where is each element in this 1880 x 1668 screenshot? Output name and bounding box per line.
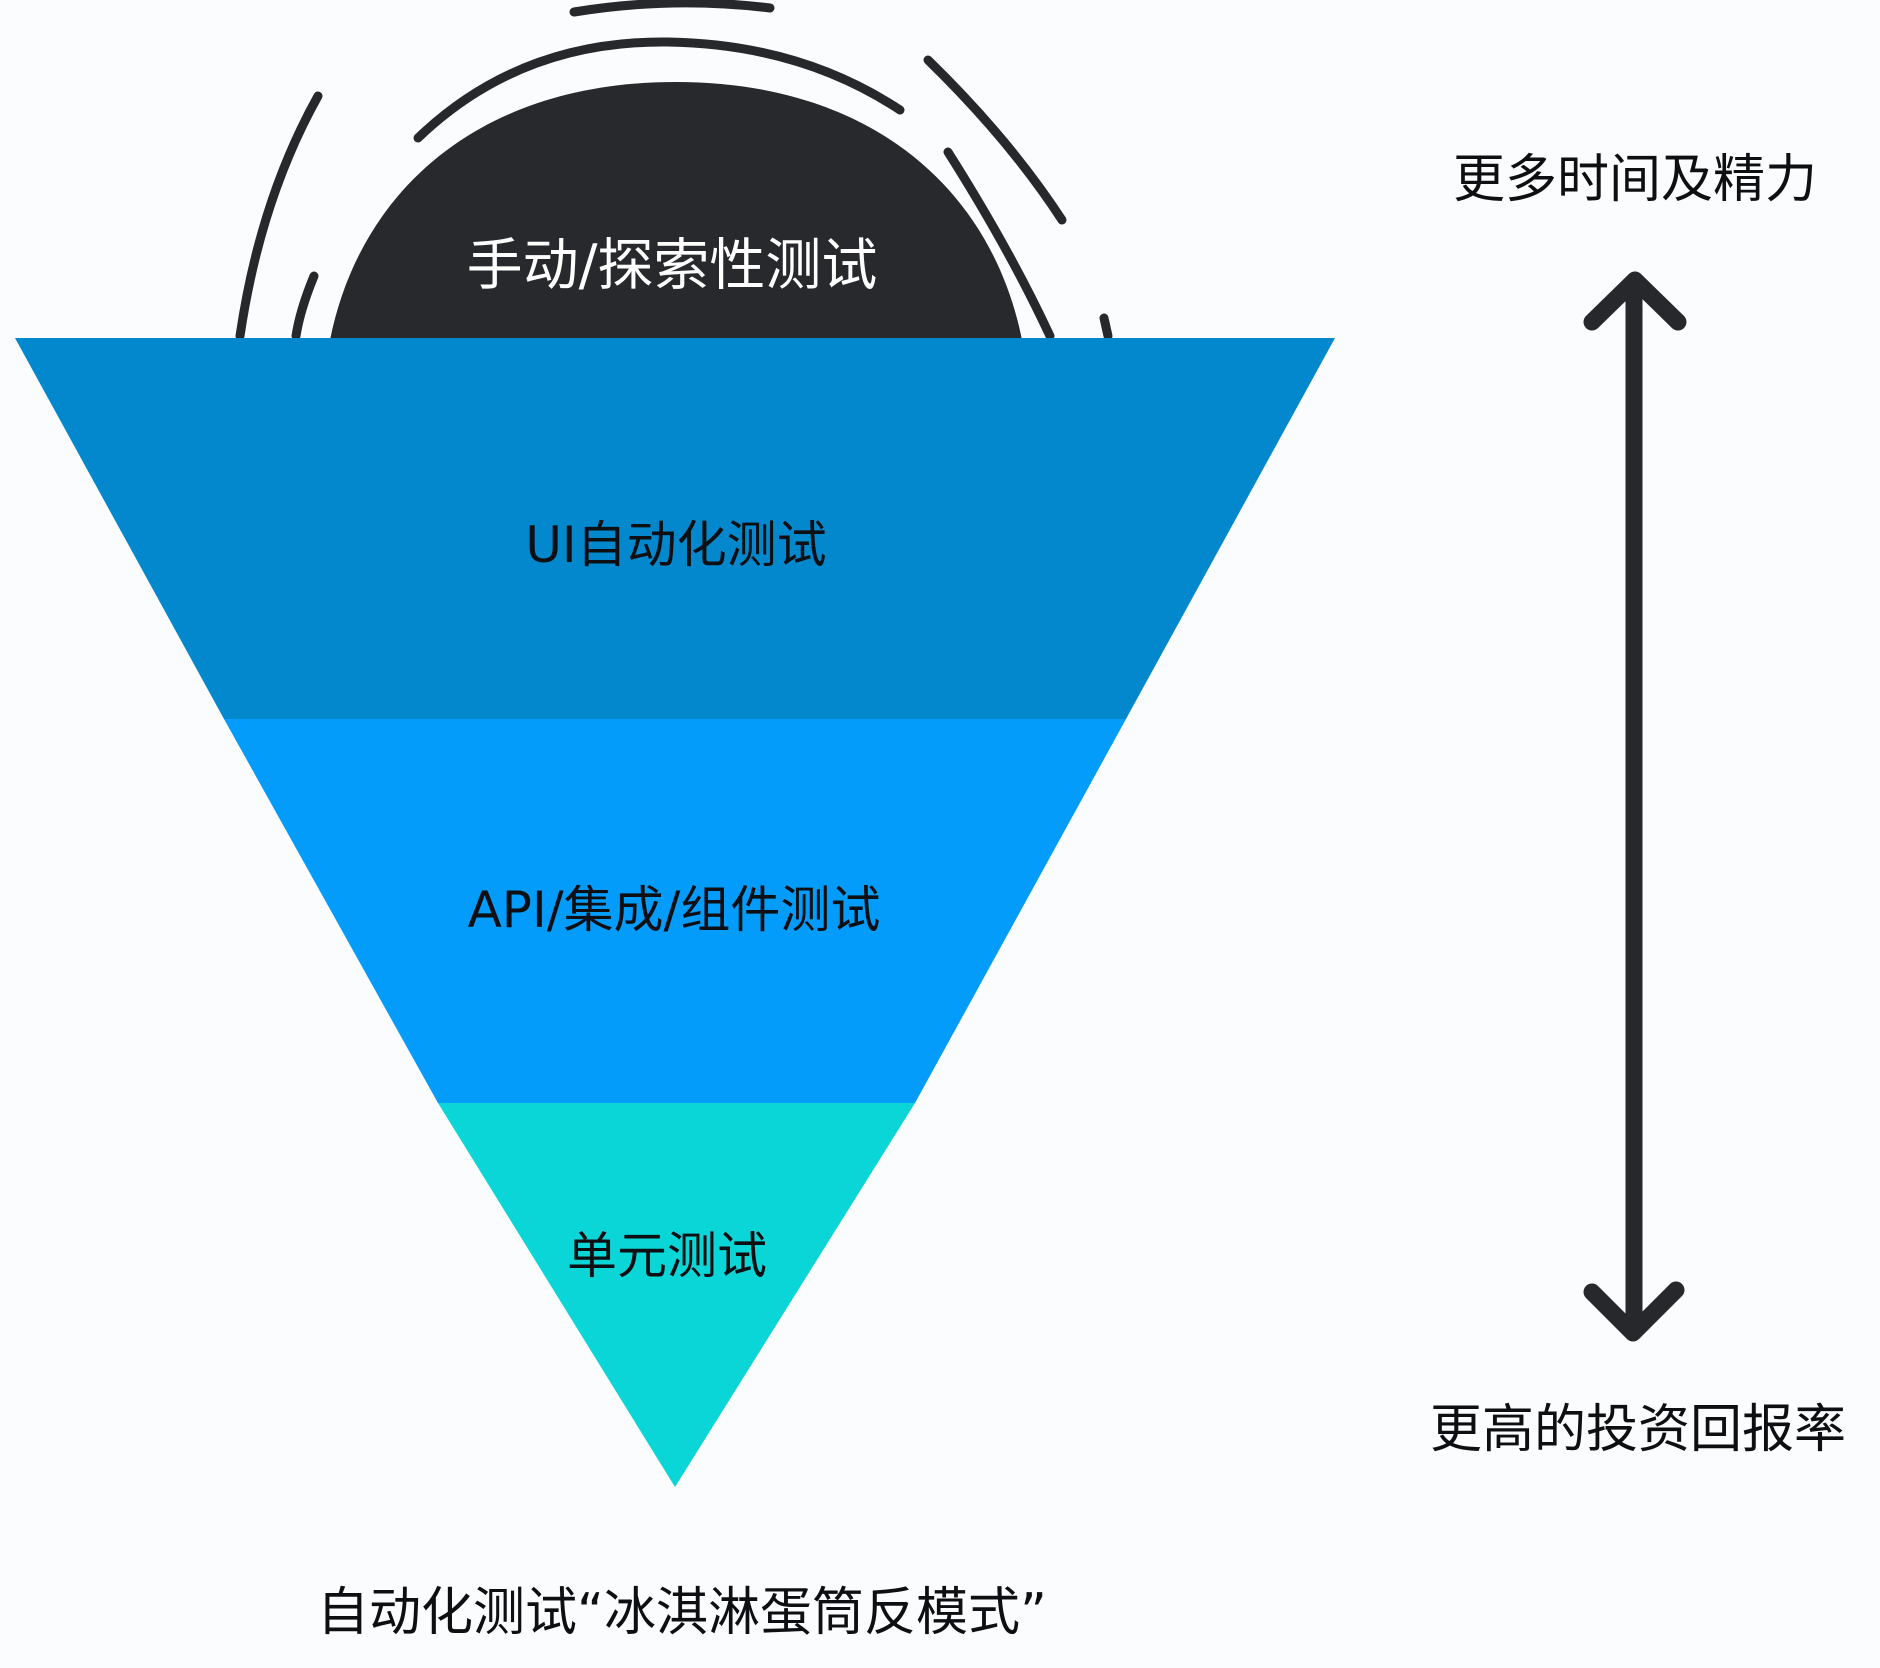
arc-right-outer <box>923 55 1067 225</box>
layer-ui-label: UI自动化测试 <box>525 516 826 574</box>
arc-top-small <box>569 0 775 17</box>
layer-api-integration <box>224 719 1126 1103</box>
axis-bottom-label: 更高的投资回报率 <box>1430 1400 1846 1460</box>
arc-inner-upper <box>413 37 905 143</box>
arrow-down-head <box>1583 1281 1685 1342</box>
layer-unit-label: 单元测试 <box>567 1227 767 1285</box>
double-headed-vertical-arrow-icon <box>1583 271 1687 1342</box>
arrow-up-head <box>1583 271 1687 331</box>
diagram-caption: 自动化测试“冰淇淋蛋筒反模式” <box>317 1583 1047 1643</box>
axis-top-label: 更多时间及精力 <box>1453 150 1817 210</box>
arc-left-inner <box>291 271 319 341</box>
dome-manual-testing <box>330 82 1022 340</box>
arc-right-tick <box>1099 313 1113 341</box>
layer-api-label: API/集成/组件测试 <box>468 881 881 939</box>
dome-label: 手动/探索性测试 <box>467 234 878 299</box>
arc-right-inner <box>943 147 1055 341</box>
layer-unit <box>438 1103 915 1487</box>
dome-motion-arcs <box>235 0 1113 341</box>
arc-left-outer <box>235 91 323 341</box>
layer-ui-automation <box>15 338 1335 719</box>
